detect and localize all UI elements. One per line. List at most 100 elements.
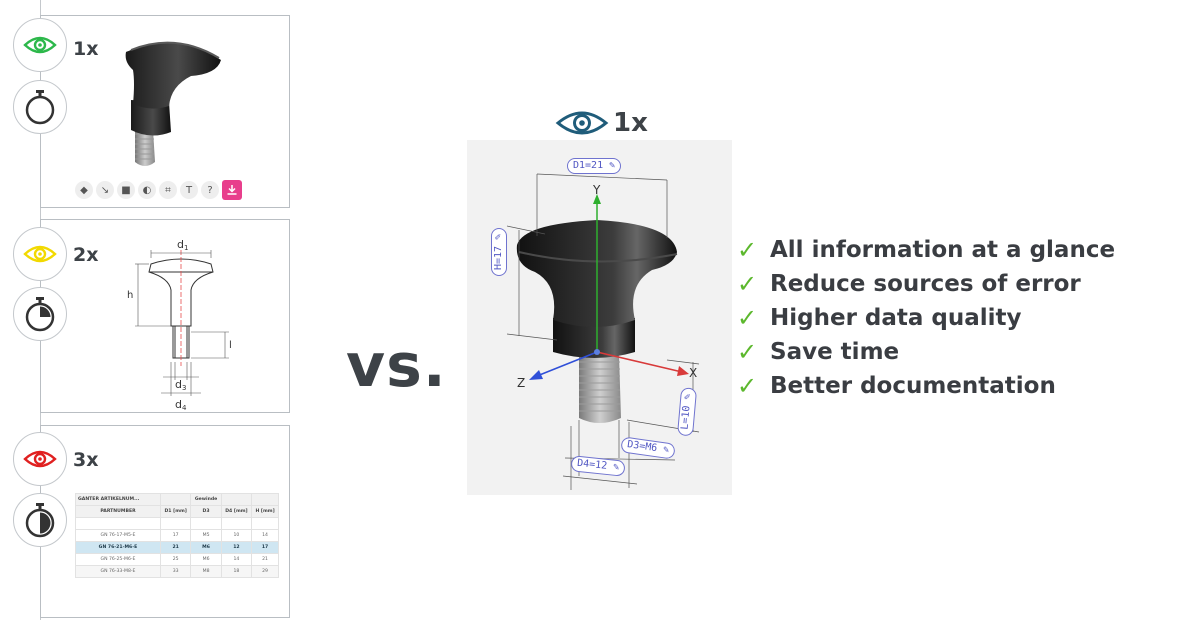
table-cell: 18 [220,565,253,578]
center-eye-header: 1x [555,108,648,138]
center-count: 1x [613,108,648,138]
table-row[interactable]: GN 76-25-M6-E 25 M6 14 21 [75,553,279,566]
benefit-text: Save time [770,339,900,365]
dim-h-label: h [127,290,133,301]
table-cell: M6 [190,541,222,554]
stopwatch-half-icon [25,503,55,538]
dim-l-label: l [229,340,232,351]
stopwatch-empty-icon [25,90,55,125]
panel-bottom-count: 3x [73,449,99,471]
table-cell: M5 [190,529,222,542]
table-cell: 29 [251,565,279,578]
table-col-header: PARTNUMBER [75,505,161,518]
benefit-item: ✓ Better documentation [737,369,1115,403]
stopwatch-badge-bottom [13,493,67,547]
table-cell: 21 [251,553,279,566]
benefit-item: ✓ Reduce sources of error [737,267,1115,301]
eye-icon [23,450,57,468]
table-cell: 21 [159,541,192,554]
benefit-item: ✓ Higher data quality [737,301,1115,335]
benefit-item: ✓ All information at a glance [737,233,1115,267]
dim-d3-value: D3=M6 [626,439,658,455]
table-col-header: H [mm] [251,505,279,518]
axis-x-label: X [689,366,697,380]
dim-d4-value: D4=12 [576,457,608,472]
table-row-selected[interactable]: GN 76-21-M6-E 21 M6 12 17 [75,541,279,554]
table-cell: GN 76-17-M5-E [75,529,161,542]
table-cell: 14 [220,553,253,566]
axis-z-label: Z [517,376,525,390]
table-cell: GN 76-21-M6-E [75,541,161,554]
vs-label: vs. [346,331,447,401]
table-cell: 25 [159,553,192,566]
stopwatch-badge-middle [13,287,67,341]
check-icon: ✓ [737,304,758,332]
download-icon [227,185,237,195]
table-cell: GN 76-25-M6-E [75,553,161,566]
panel-middle-count: 2x [73,244,99,266]
stopwatch-badge-top [13,80,67,134]
panel-2d-drawing: d1 h l d3 d4 [40,219,290,413]
dim-h-tag[interactable]: H=17 ✎ [491,227,507,276]
benefit-text: All information at a glance [770,237,1116,263]
table-header-title: GANTER ARTIKELNUM... [75,493,161,506]
table-cell: M8 [190,565,222,578]
text-size-icon[interactable]: T [180,181,198,199]
part-table: GANTER ARTIKELNUM... Gewinde PARTNUMBER … [75,493,279,578]
table-col-header: D4 [mm] [220,505,253,518]
center-3d-view: Y X Z D1=21 ✎ H=17 ✎ L=10 ✎ D3=M6 ✎ D4=1… [467,140,732,495]
table-col-header: D1 [mm] [159,505,192,518]
dim-d4-label: d4 [175,398,187,412]
table-header-group: Gewinde [190,493,222,506]
table-cell: 14 [251,529,279,542]
solid-view-icon[interactable]: ◆ [75,181,93,199]
panel-3d-view: ◆ ↘ ■ ◐ ⌗ T ? [40,15,290,208]
table-filter-row[interactable] [75,517,279,530]
axis-y-label: Y [592,183,601,197]
measure-icon[interactable]: ↘ [96,181,114,199]
panel-data-table: GANTER ARTIKELNUM... Gewinde PARTNUMBER … [40,425,290,618]
check-icon: ✓ [737,270,758,298]
eye-icon [555,111,609,135]
dim-d3-label: d3 [175,378,186,392]
benefits-list: ✓ All information at a glance ✓ Reduce sou… [737,233,1115,403]
table-cell: 10 [220,529,253,542]
panel-top-count: 1x [73,38,99,60]
stopwatch-quarter-icon [25,297,55,332]
table-row[interactable]: GN 76-33-M8-E 33 M8 18 29 [75,565,279,578]
box-view-icon[interactable]: ■ [117,181,135,199]
benefit-text: Reduce sources of error [770,271,1081,297]
knob-3d-model: Y X Z [506,173,700,490]
check-icon: ✓ [737,338,758,366]
download-button[interactable] [222,180,242,200]
dim-d1-value: D1=21 [573,160,604,171]
eye-badge-top [13,18,67,72]
check-icon: ✓ [737,372,758,400]
benefit-text: Higher data quality [770,305,1022,331]
dim-l-value: L=10 [679,405,693,431]
eye-icon [23,36,57,54]
table-cell: 17 [251,541,279,554]
help-icon[interactable]: ? [201,181,219,199]
table-cell: M6 [190,553,222,566]
eye-badge-middle [13,227,67,281]
technical-drawing: d1 h l d3 d4 [127,238,232,412]
knob-render-image [125,41,221,166]
benefit-item: ✓ Save time [737,335,1115,369]
table-cell: 17 [159,529,192,542]
table-cell: 12 [220,541,253,554]
table-col-header: D3 [190,505,222,518]
table-cell: 33 [159,565,192,578]
fit-view-icon[interactable]: ⌗ [159,181,177,199]
viewer-toolbar: ◆ ↘ ■ ◐ ⌗ T ? [75,180,242,200]
section-icon[interactable]: ◐ [138,181,156,199]
table-row[interactable]: GN 76-17-M5-E 17 M5 10 14 [75,529,279,542]
eye-badge-bottom [13,432,67,486]
dim-d1-tag[interactable]: D1=21 ✎ [567,158,622,174]
table-cell: GN 76-33-M8-E [75,565,161,578]
benefit-text: Better documentation [770,373,1056,399]
dim-d1-label: d1 [177,238,188,252]
eye-icon [23,245,57,263]
check-icon: ✓ [737,236,758,264]
dim-h-value: H=17 [493,245,504,270]
